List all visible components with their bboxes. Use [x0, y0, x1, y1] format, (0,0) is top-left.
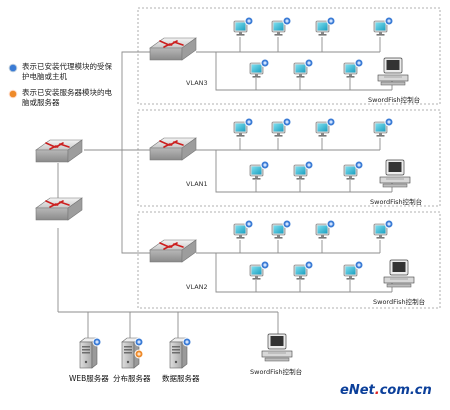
vlan3-clients [233, 16, 409, 86]
pc-icon [233, 121, 248, 138]
pc-icon [343, 62, 358, 79]
legend-agent-text: 表示已安装代理模块的受保护电脑或主机 [22, 62, 112, 81]
pc-icon [233, 20, 248, 37]
agent-badge-icon [92, 337, 102, 347]
vlan1-console-label: SwordFish控制台 [370, 198, 423, 206]
vlan3-router-icon [149, 37, 197, 61]
agent-badge-icon [384, 117, 394, 127]
pc-icon [249, 62, 264, 79]
vlan1-box [137, 109, 441, 207]
connection-lines [57, 37, 393, 338]
vlan3-label: VLAN3 [186, 79, 208, 87]
vlan2-box [137, 211, 441, 309]
pc-icon [343, 264, 358, 281]
vlan1-router-icon [149, 137, 197, 161]
pc-icon [343, 164, 358, 181]
servers [79, 333, 293, 369]
data-server-label: 数据服务器 [162, 374, 200, 383]
legend-agent-icon [8, 63, 18, 73]
legend-server-text: 表示已安装服务器模块的电脑或服务器 [22, 88, 112, 107]
distribution-server-label: 分布服务器 [113, 374, 151, 383]
agent-badge-icon [326, 117, 336, 127]
vlan1-clients [233, 117, 411, 188]
server-router-icon [35, 197, 83, 221]
agent-badge-icon [304, 160, 314, 170]
vlan3-console-label: SwordFish控制台 [368, 96, 421, 104]
agent-badge-icon [326, 16, 336, 26]
agent-badge-icon [354, 260, 364, 270]
agent-badge-icon [304, 260, 314, 270]
agent-badge-icon [282, 117, 292, 127]
agent-badge-icon [384, 219, 394, 229]
pc-icon [249, 264, 264, 281]
vlan2-router-icon [149, 239, 197, 263]
agent-badge-icon [354, 58, 364, 68]
agent-badge-icon [282, 16, 292, 26]
agent-badge-icon [326, 219, 336, 229]
vlan2-clients [233, 219, 415, 288]
pc-icon [233, 223, 248, 240]
pc-icon [293, 164, 308, 181]
brand-suffix: com.cn [379, 383, 432, 398]
agent-badge-icon [244, 219, 254, 229]
console-icon [383, 259, 415, 288]
pc-icon [315, 121, 330, 138]
web-server-label: WEB服务器 [69, 374, 109, 383]
core-router-icon [35, 139, 83, 163]
enet-logo: eNet.com.cn [340, 383, 432, 398]
agent-badge-icon [282, 219, 292, 229]
brand-dot: . [374, 383, 380, 398]
agent-badge-icon [260, 160, 270, 170]
console-icon [379, 159, 411, 188]
agent-badge-icon [260, 58, 270, 68]
pc-icon [315, 20, 330, 37]
brand-prefix: eNet [340, 383, 375, 398]
agent-badge-icon [244, 16, 254, 26]
agent-badge-icon [384, 16, 394, 26]
legend-server-icon [8, 89, 18, 99]
pc-icon [315, 223, 330, 240]
vlan1-label: VLAN1 [186, 180, 208, 188]
agent-badge-icon [244, 117, 254, 127]
pc-icon [373, 121, 388, 138]
console-icon [377, 57, 409, 86]
pc-icon [249, 164, 264, 181]
bottom-console-icon [261, 333, 293, 362]
agent-badge-icon [354, 160, 364, 170]
server-badge-icon [134, 349, 144, 359]
pc-icon [293, 264, 308, 281]
bottom-console-label: SwordFish控制台 [250, 368, 303, 376]
pc-icon [373, 20, 388, 37]
pc-icon [271, 20, 286, 37]
agent-badge-icon [260, 260, 270, 270]
pc-icon [271, 223, 286, 240]
pc-icon [373, 223, 388, 240]
pc-icon [271, 121, 286, 138]
vlan3-box [137, 7, 441, 105]
agent-badge-icon [134, 337, 144, 347]
pc-icon [293, 62, 308, 79]
agent-badge-icon [304, 58, 314, 68]
agent-badge-icon [182, 337, 192, 347]
vlan2-label: VLAN2 [186, 283, 208, 291]
vlan2-console-label: SwordFish控制台 [373, 298, 426, 306]
